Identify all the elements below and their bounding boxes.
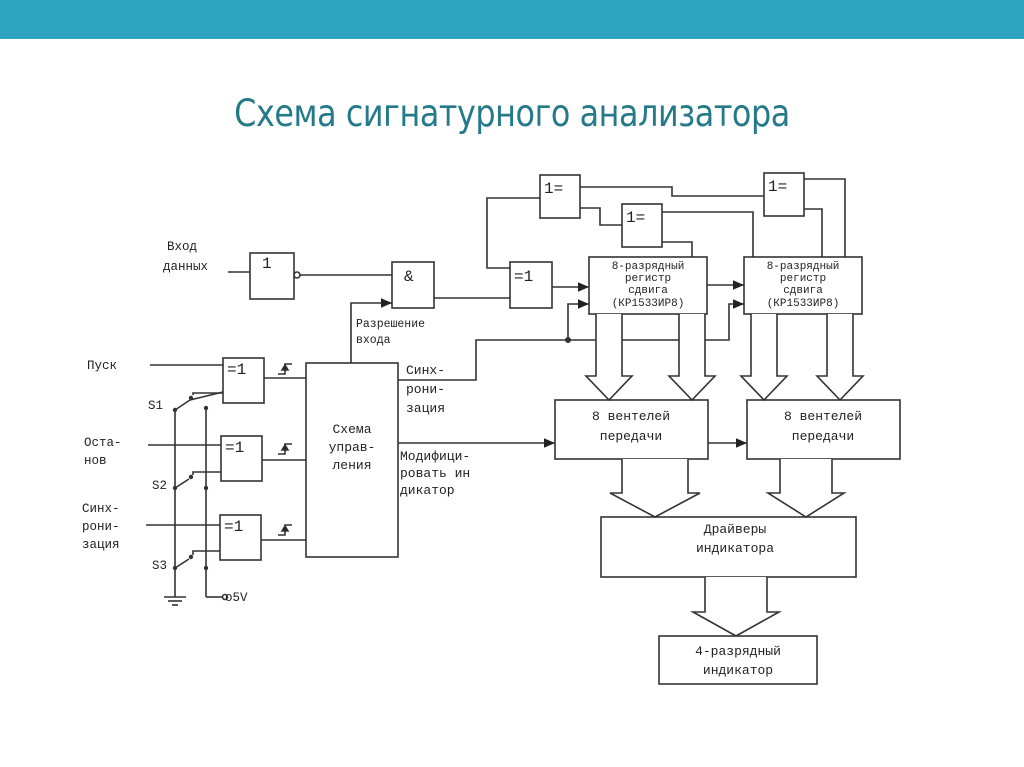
wire-fb2-reg2 bbox=[662, 211, 754, 257]
wire-fb2-reg1 bbox=[662, 241, 693, 257]
wire-fb3-reg2a bbox=[804, 208, 823, 257]
inverter-bubble bbox=[293, 271, 301, 279]
gate-label: =1 bbox=[225, 439, 244, 457]
gate-label: & bbox=[404, 268, 414, 286]
xor-main bbox=[509, 261, 553, 309]
xor-fb1 bbox=[539, 174, 581, 219]
shift-register-1 bbox=[588, 256, 708, 315]
wire-fb1-fb2 bbox=[580, 207, 622, 226]
label-data-in: Вход bbox=[167, 240, 197, 254]
control-label: управ- bbox=[329, 440, 376, 455]
label-start: Пуск bbox=[87, 359, 117, 373]
gate-label: =1 bbox=[224, 518, 243, 536]
label-stop: Оста- bbox=[84, 436, 122, 450]
xor-stop bbox=[220, 435, 263, 482]
junction-dot bbox=[564, 336, 571, 343]
register-label: 8-разрядный bbox=[612, 261, 685, 273]
label-stop: нов bbox=[84, 454, 107, 468]
gates-label: 8 вентелей bbox=[592, 409, 670, 424]
label-sync-in: рони- bbox=[82, 520, 120, 534]
control-label: ления bbox=[332, 458, 371, 473]
bus-arrow bbox=[609, 459, 701, 518]
bus-arrow bbox=[667, 314, 717, 402]
wire-fb1-fb3 bbox=[580, 186, 764, 197]
indicator-label: индикатор bbox=[703, 663, 773, 678]
bus-arrow bbox=[765, 459, 847, 518]
indicator-4digit bbox=[658, 635, 818, 685]
label-sync-out: рони- bbox=[406, 382, 445, 397]
register-label: сдвига bbox=[628, 285, 668, 297]
label-sync-out: Синх- bbox=[406, 363, 445, 378]
register-label: регистр bbox=[780, 273, 826, 285]
gate-label: =1 bbox=[514, 268, 533, 286]
register-label: 8-разрядный bbox=[767, 261, 840, 273]
label-enable: Разрешение bbox=[356, 318, 425, 331]
wire-enable bbox=[350, 298, 392, 363]
label-modify: ровать ин bbox=[400, 466, 470, 481]
xor-fb3 bbox=[763, 172, 805, 217]
label-modify: дикатор bbox=[400, 483, 455, 498]
label-s1: S1 bbox=[148, 399, 163, 413]
indicator-label: 4-разрядный bbox=[695, 644, 781, 659]
gate-label: 1 bbox=[262, 255, 272, 273]
gate-label: 1= bbox=[768, 178, 787, 196]
bus-arrow bbox=[689, 577, 783, 637]
top-accent-bar bbox=[0, 0, 1024, 39]
transfer-gates-1 bbox=[554, 399, 709, 460]
wire-fb3-reg2b bbox=[804, 178, 846, 257]
wire-clock-reg1 bbox=[567, 299, 589, 340]
label-sync-in: зация bbox=[82, 538, 120, 552]
label-modify: Модифици- bbox=[400, 449, 470, 464]
label-5v: o5V bbox=[225, 591, 248, 605]
label-sync-out: зация bbox=[406, 401, 445, 416]
drivers-label: индикатора bbox=[696, 541, 774, 556]
xor-sync bbox=[219, 514, 262, 561]
indicator-drivers bbox=[600, 516, 857, 578]
drivers-label: Драйверы bbox=[704, 522, 767, 537]
control-block bbox=[305, 362, 399, 558]
wire-fb1-xor bbox=[486, 197, 540, 269]
label-s3: S3 bbox=[152, 559, 167, 573]
register-label: сдвига bbox=[783, 285, 823, 297]
label-sync-in: Синх- bbox=[82, 502, 120, 516]
bus-arrows bbox=[584, 314, 865, 637]
label-s2: S2 bbox=[152, 479, 167, 493]
control-label: Схема bbox=[332, 422, 371, 437]
gates-label: 8 вентелей bbox=[784, 409, 862, 424]
shift-register-2 bbox=[743, 256, 863, 315]
gate-label: =1 bbox=[227, 361, 246, 379]
schmitt-gate bbox=[249, 252, 295, 300]
label-data-in: данных bbox=[163, 260, 208, 274]
label-enable: входа bbox=[356, 334, 391, 347]
bus-arrow bbox=[739, 314, 789, 402]
slide-title: Схема сигнатурного анализатора bbox=[234, 92, 790, 135]
gate-label: 1= bbox=[544, 180, 563, 198]
transfer-gates-2 bbox=[746, 399, 901, 460]
xor-start bbox=[222, 357, 265, 404]
register-label: (КР1533ИР8) bbox=[767, 298, 840, 310]
gate-label: 1= bbox=[626, 209, 645, 227]
and-gate bbox=[391, 261, 435, 309]
bus-arrow bbox=[584, 314, 634, 402]
bus-arrow bbox=[815, 314, 865, 402]
register-label: (КР1533ИР8) bbox=[612, 298, 685, 310]
gates-label: передачи bbox=[792, 429, 854, 444]
gates-label: передачи bbox=[600, 429, 662, 444]
register-label: регистр bbox=[625, 273, 671, 285]
